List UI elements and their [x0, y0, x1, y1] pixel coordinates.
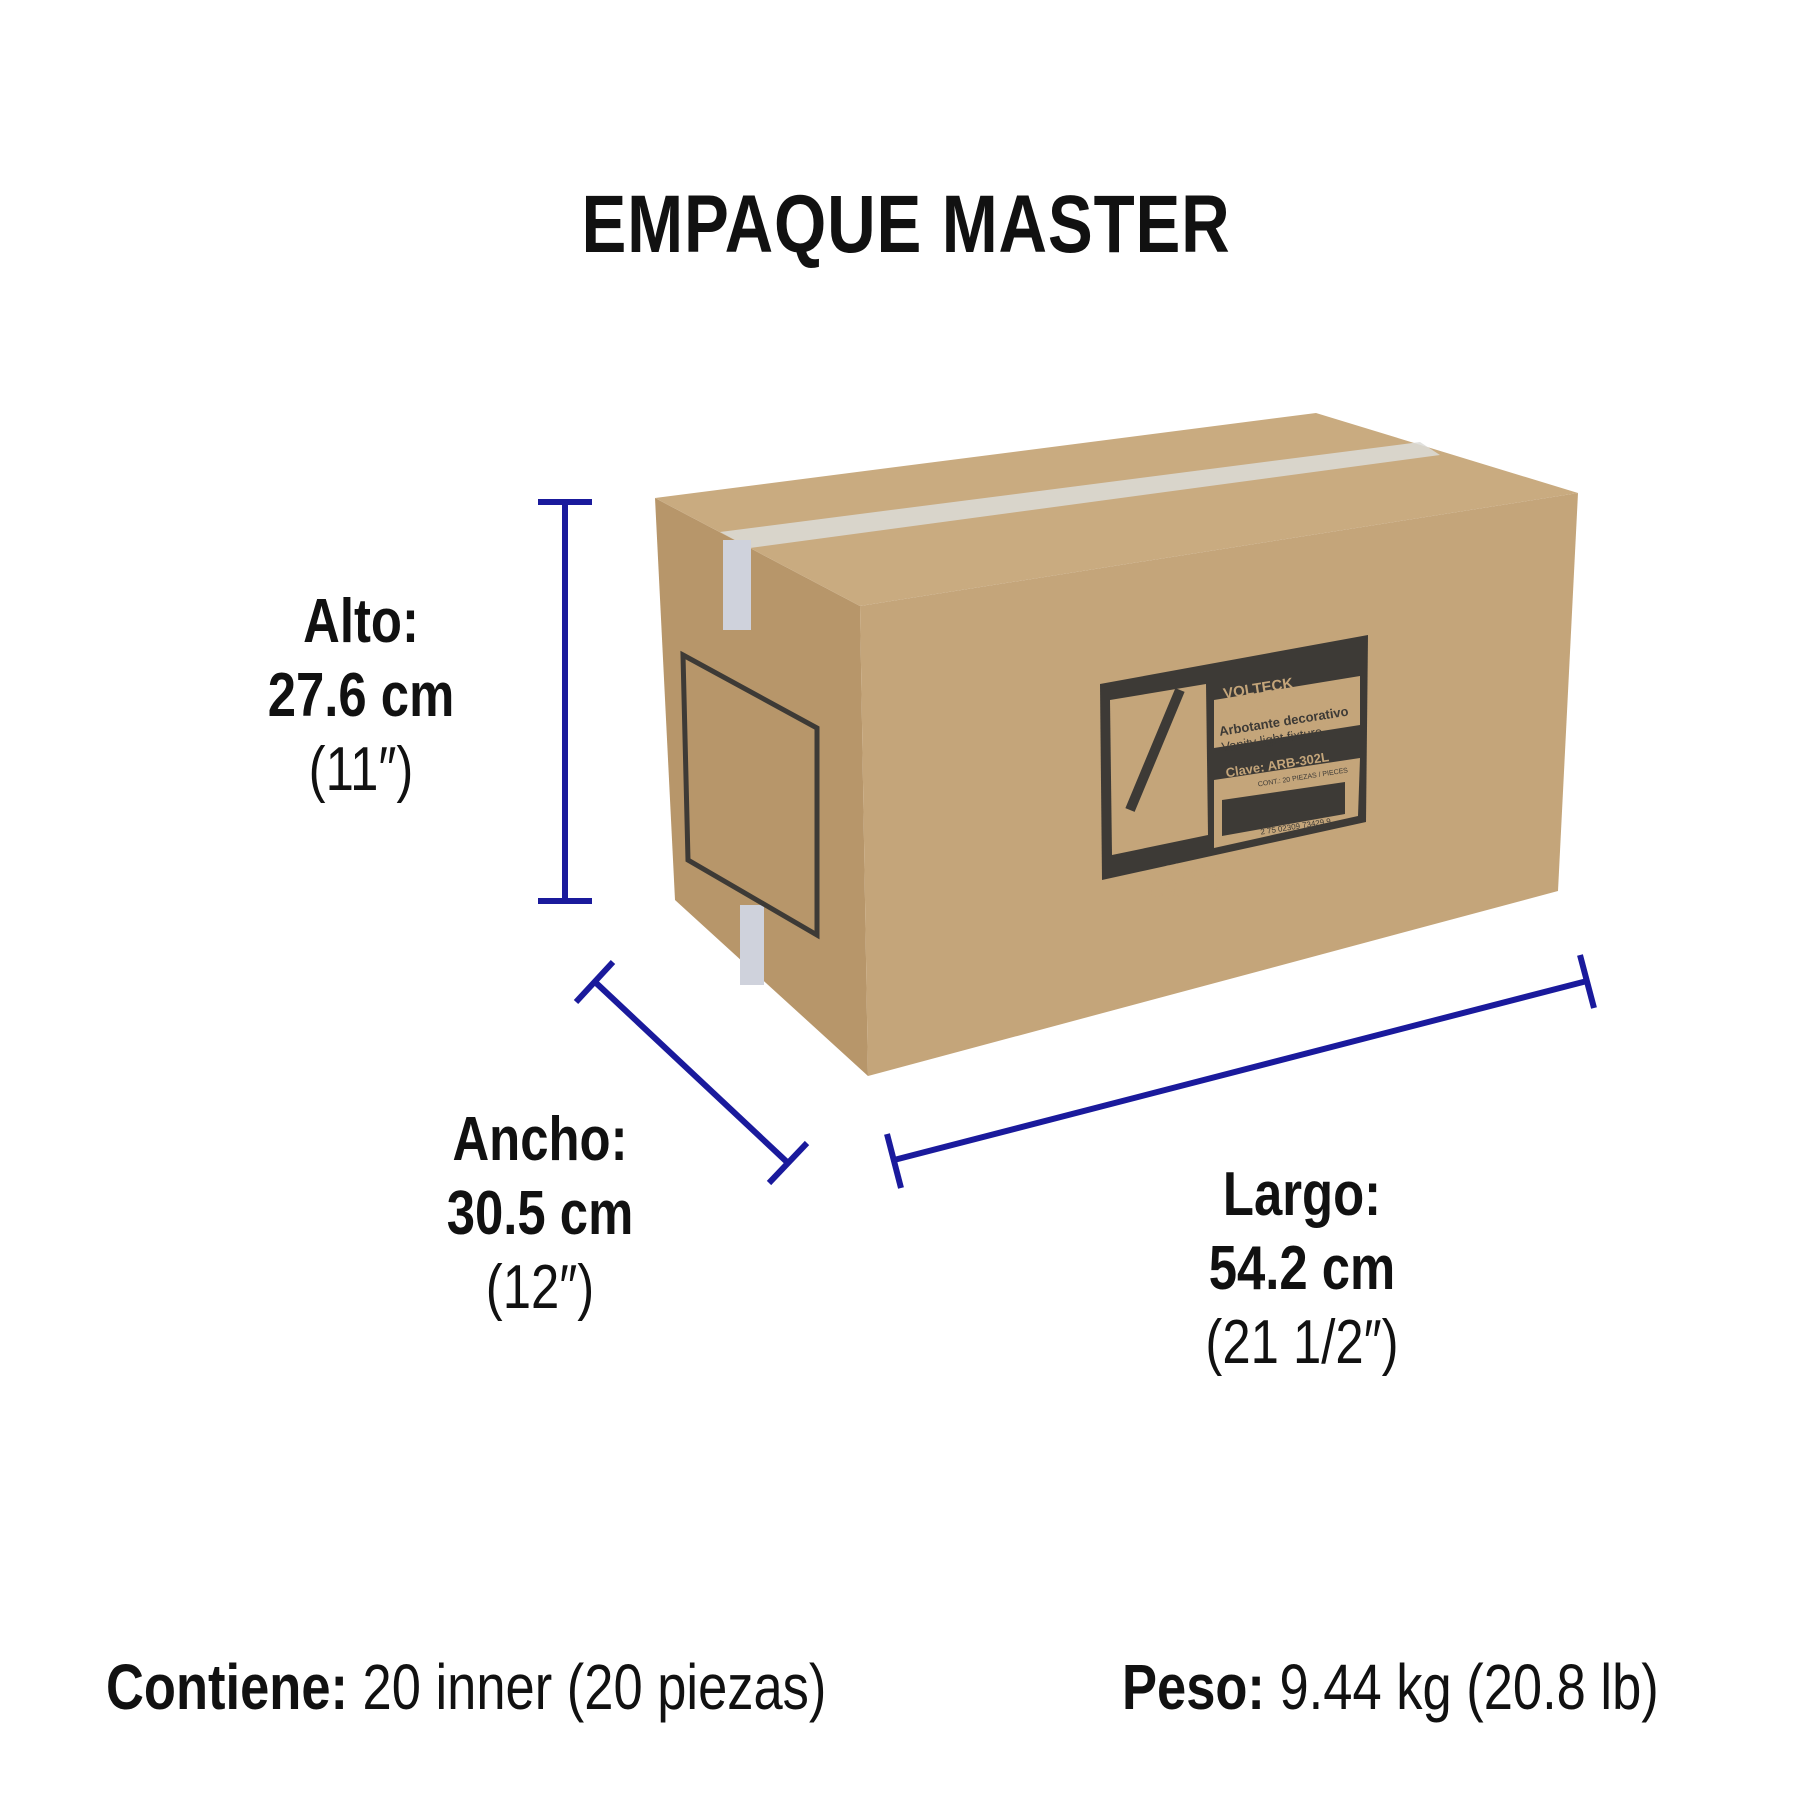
tape-side-bottom: [740, 905, 764, 985]
width-label: Ancho: 30.5 cm (12″): [447, 1103, 634, 1325]
height-label-title: Alto:: [303, 587, 419, 656]
width-imperial: (12″): [485, 1253, 595, 1322]
height-dimension-line: [538, 499, 592, 904]
contents-value: 20 inner (20 piezas): [347, 1651, 827, 1723]
weight-info: Peso: 9.44 kg (20.8 lb): [1122, 1650, 1659, 1724]
width-metric: 30.5 cm: [446, 1179, 634, 1248]
width-dimension-line: [573, 959, 810, 1186]
tape-side: [723, 540, 751, 630]
contents-info: Contiene: 20 inner (20 piezas): [106, 1650, 826, 1724]
height-label: Alto: 27.6 cm (11″): [268, 585, 455, 807]
length-label-title: Largo:: [1222, 1160, 1382, 1229]
length-metric: 54.2 cm: [1208, 1234, 1396, 1303]
height-imperial: (11″): [308, 735, 414, 804]
packing-tape: [720, 442, 1440, 548]
sub-brand-text: LAIT: [1254, 692, 1288, 713]
weight-value: 9.44 kg (20.8 lb): [1264, 1651, 1659, 1723]
page-title: EMPAQUE MASTER: [581, 179, 1231, 270]
side-label: [680, 650, 820, 940]
length-imperial: (21 1/2″): [1205, 1308, 1399, 1377]
contents-label: Contiene:: [106, 1651, 348, 1723]
length-dimension-line: [884, 954, 1597, 1189]
height-metric: 27.6 cm: [267, 661, 455, 730]
weight-label: Peso:: [1122, 1651, 1265, 1723]
codigo-label: Código: [1162, 857, 1205, 878]
width-label-title: Ancho:: [452, 1105, 628, 1174]
length-label: Largo: 54.2 cm (21 1/2″): [1205, 1158, 1398, 1380]
front-label: [1100, 635, 1368, 880]
